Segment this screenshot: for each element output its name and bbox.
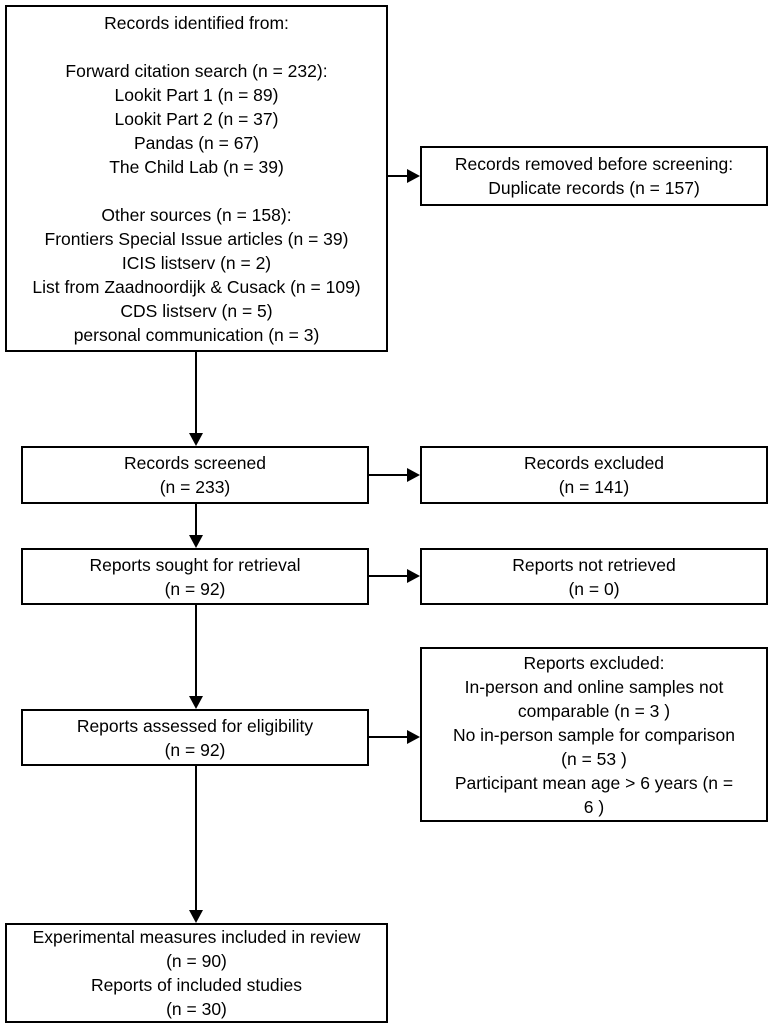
arrow-assessed-to-included-line — [195, 766, 197, 911]
box-reports-not-retrieved: Reports not retrieved (n = 0) — [420, 548, 768, 605]
arrow-screened-to-sought-line — [195, 504, 197, 536]
arrow-sought-to-notretrieved-head-icon — [407, 569, 420, 583]
box-reports-assessed-for-eligibility: Reports assessed for eligibility (n = 92… — [21, 709, 369, 766]
box-records-excluded-text: Records excluded (n = 141) — [523, 453, 665, 497]
arrow-sought-to-notretrieved-line — [369, 575, 408, 577]
box-records-removed-before-screening-text: Records removed before screening: Duplic… — [454, 154, 734, 198]
box-reports-sought-for-retrieval: Reports sought for retrieval (n = 92) — [21, 548, 369, 605]
arrow-identified-to-removed-line — [388, 175, 408, 177]
arrow-identified-to-screened-line — [195, 352, 197, 435]
arrow-screened-to-sought-head-icon — [189, 535, 203, 548]
box-reports-sought-for-retrieval-text: Reports sought for retrieval (n = 92) — [89, 554, 301, 599]
box-records-excluded: Records excluded (n = 141) — [420, 446, 768, 504]
arrow-screened-to-excluded-head-icon — [407, 468, 420, 482]
arrow-assessed-to-included-head-icon — [189, 910, 203, 923]
box-records-screened-text: Records screened (n = 233) — [123, 453, 267, 497]
box-records-screened: Records screened (n = 233) — [21, 446, 369, 504]
arrow-assessed-to-reportsexcluded-line — [369, 736, 408, 738]
box-measures-included-in-review-text: Experimental measures included in review… — [32, 927, 361, 1019]
arrow-identified-to-removed-head-icon — [407, 169, 420, 183]
box-reports-excluded: Reports excluded: In-person and online s… — [420, 647, 768, 822]
box-reports-excluded-text: Reports excluded: In-person and online s… — [452, 652, 736, 817]
box-records-identified: Records identified from: Forward citatio… — [5, 5, 388, 352]
arrow-sought-to-assessed-line — [195, 605, 197, 697]
box-reports-not-retrieved-text: Reports not retrieved (n = 0) — [512, 554, 676, 599]
box-measures-included-in-review: Experimental measures included in review… — [5, 923, 388, 1023]
box-records-removed-before-screening: Records removed before screening: Duplic… — [420, 146, 768, 206]
box-reports-assessed-for-eligibility-text: Reports assessed for eligibility (n = 92… — [76, 715, 314, 760]
arrow-screened-to-excluded-line — [369, 474, 408, 476]
arrow-identified-to-screened-head-icon — [189, 433, 203, 446]
arrow-sought-to-assessed-head-icon — [189, 696, 203, 709]
arrow-assessed-to-reportsexcluded-head-icon — [407, 730, 420, 744]
box-records-identified-text: Records identified from: Forward citatio… — [32, 12, 361, 345]
